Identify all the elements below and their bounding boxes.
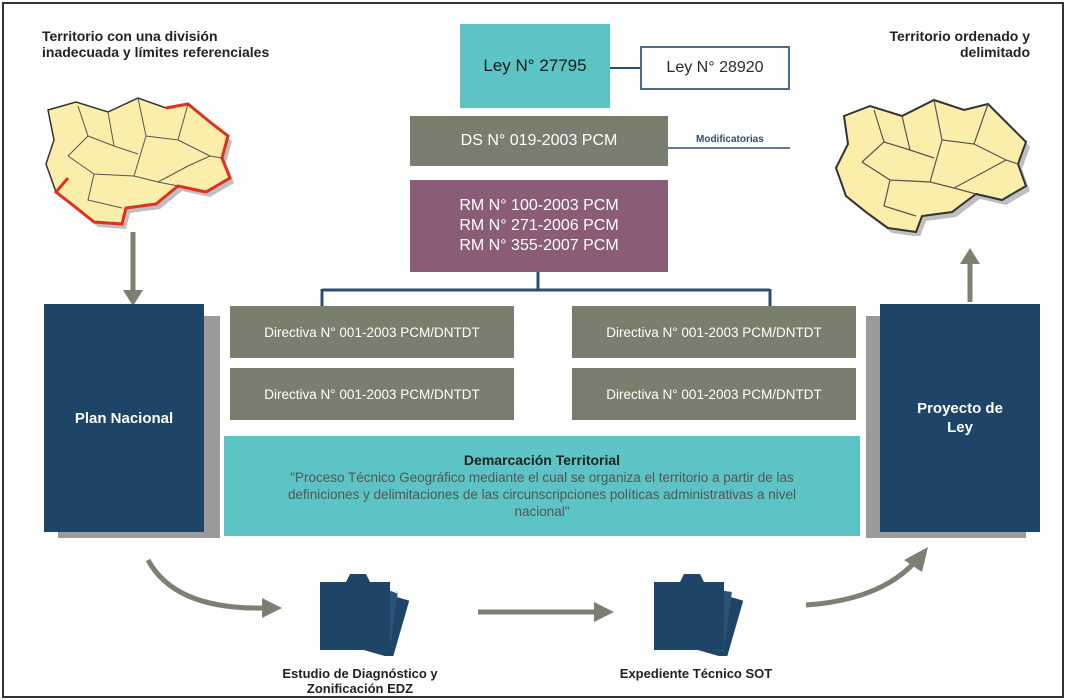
edz-to-sot-arrowhead-icon (594, 602, 614, 622)
sot-to-proyecto-arrowhead-icon (904, 547, 928, 572)
edz-caption: Estudio de Diagnóstico y Zonificación ED… (282, 666, 438, 696)
ds-box: DS N° 019-2003 PCM (410, 116, 668, 166)
demarcacion-title: Demarcación Territorial (463, 452, 621, 468)
rm-box: RM N° 100-2003 PCM RM N° 271-2006 PCM RM… (410, 180, 668, 272)
sot-caption: Expediente Técnico SOT (619, 666, 773, 681)
ley-27795-box: Ley N° 27795 (460, 24, 610, 108)
plan-nacional-book-icon: Plan Nacional (44, 304, 204, 532)
plan-nacional-label: Plan Nacional (74, 409, 174, 427)
directiva-box-bottom-right: Directiva N° 001-2003 PCM/DNTDT (572, 368, 856, 420)
right-title: Territorio ordenado y delimitado (889, 28, 1030, 60)
sot-to-proyecto-arrow (805, 560, 917, 608)
sot-folder-icon (654, 574, 744, 656)
left-down-arrow-icon (123, 290, 143, 306)
rm-line-3: RM N° 355-2007 PCM (459, 237, 619, 254)
demarcacion-box: Demarcación Territorial "Proceso Técnico… (224, 436, 860, 536)
plan-to-edz-arrow (145, 558, 266, 611)
directiva-box-top-right: Directiva N° 001-2003 PCM/DNTDT (572, 306, 856, 358)
demarcacion-text: "Proceso Técnico Geográfico mediante el … (288, 470, 796, 519)
proyecto-de-ley-label: Proyecto de Ley (917, 400, 1003, 436)
proyecto-de-ley-book-icon: Proyecto de Ley (880, 304, 1040, 532)
plan-to-edz-arrowhead-icon (262, 598, 282, 618)
directiva-box-top-left: Directiva N° 001-2003 PCM/DNTDT (230, 306, 514, 358)
left-map-icon (45, 97, 234, 229)
left-title: Territorio con una división inadecuada y… (42, 28, 270, 60)
edz-folder-icon (320, 574, 410, 656)
directiva-box-bottom-left: Directiva N° 001-2003 PCM/DNTDT (230, 368, 514, 420)
right-map-icon (834, 98, 1030, 236)
modificatorias-label: Modificatorias (696, 134, 764, 145)
rm-line-1: RM N° 100-2003 PCM (459, 197, 619, 214)
right-up-arrow-icon (960, 248, 980, 264)
rm-line-2: RM N° 271-2006 PCM (459, 217, 619, 234)
ley-28920-box: Ley N° 28920 (640, 46, 790, 90)
